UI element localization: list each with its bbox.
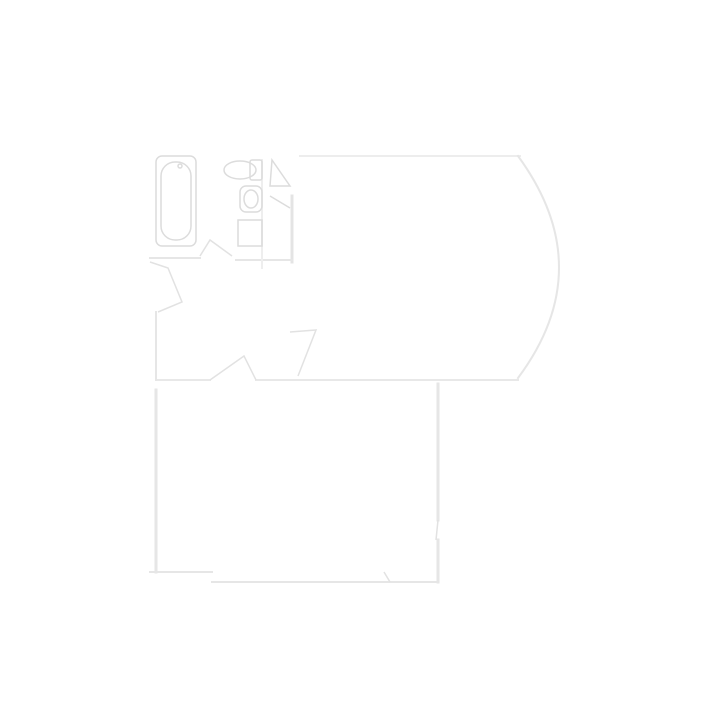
door-upper-room	[289, 329, 318, 377]
toilet-tank	[249, 159, 263, 181]
fixtures	[155, 155, 292, 247]
toilet-bowl	[223, 160, 257, 180]
door-bath-small	[199, 238, 233, 257]
sink	[239, 185, 263, 213]
shelf-stub	[269, 195, 291, 209]
door-lower-room	[209, 354, 257, 381]
washing-machine	[237, 219, 263, 247]
bathtub	[155, 155, 197, 247]
wall-bay-curve	[516, 154, 560, 380]
corner-shelf	[269, 157, 292, 187]
door-bathroom	[149, 261, 183, 313]
bathtub-drain	[177, 163, 183, 169]
sink-basin	[243, 189, 259, 209]
door-lower-right	[435, 519, 439, 541]
bathtub-inner	[160, 161, 192, 241]
doors	[149, 238, 439, 583]
walls	[149, 154, 560, 584]
door-bottom-left	[383, 571, 391, 583]
